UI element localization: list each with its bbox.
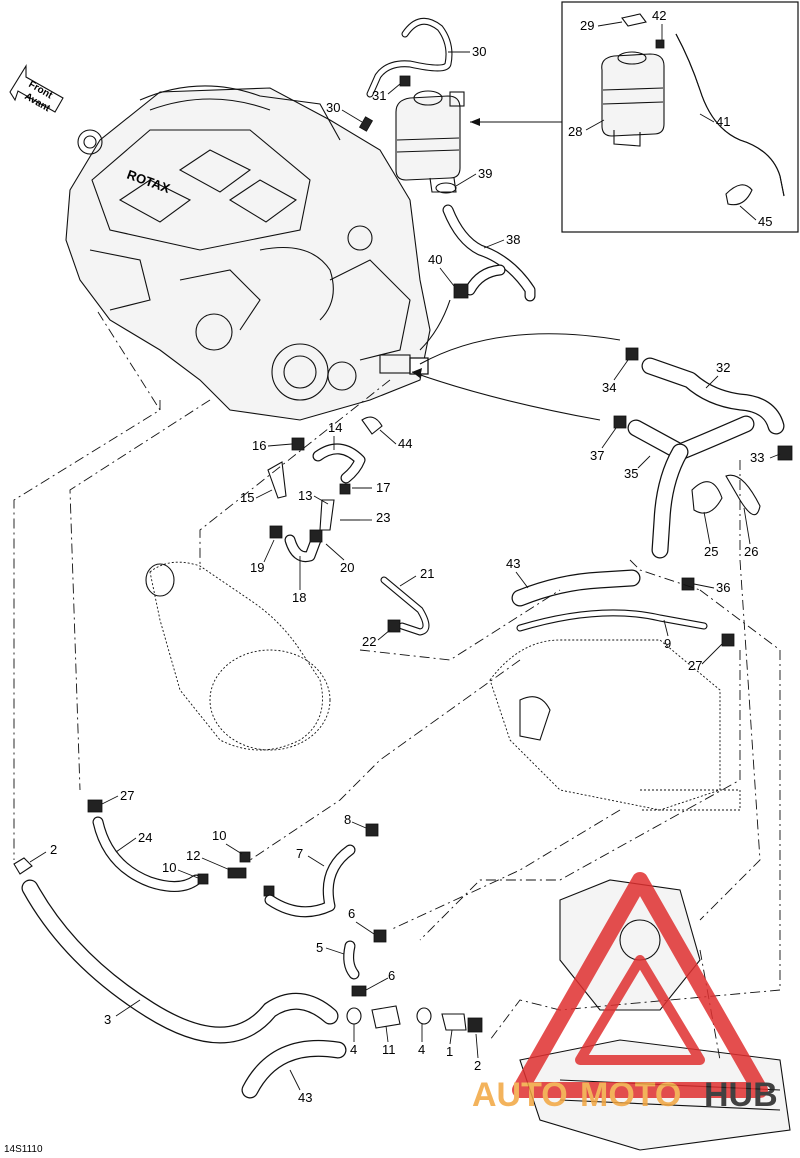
callout-9: 9 (664, 636, 671, 651)
callout-24: 24 (138, 830, 152, 845)
engine-block: ROTAX (65, 85, 431, 421)
callout-8: 8 (344, 812, 351, 827)
inset-frame (561, 1, 799, 233)
callout-37: 37 (590, 448, 604, 463)
callout-21: 21 (420, 566, 434, 581)
callout-34: 34 (602, 380, 616, 395)
callout-43: 43 (506, 556, 520, 571)
callout-20: 20 (340, 560, 354, 575)
callout-41: 41 (716, 114, 730, 129)
diagram-code: 14S1110 (4, 1144, 43, 1155)
callout-3: 3 (104, 1012, 111, 1027)
callout-4b: 4 (418, 1042, 425, 1057)
watermark-auto: AUTO (472, 1076, 568, 1114)
callout-14: 14 (328, 420, 342, 435)
callout-4: 4 (350, 1042, 357, 1057)
callout-13: 13 (298, 488, 312, 503)
callout-17: 17 (376, 480, 390, 495)
callout-31: 31 (372, 88, 386, 103)
airbox-outline (489, 639, 741, 811)
callout-28: 28 (568, 124, 582, 139)
watermark-moto: MOTO (580, 1076, 681, 1114)
callout-26: 26 (744, 544, 758, 559)
callout-6: 6 (348, 906, 355, 921)
callout-29: 29 (580, 18, 594, 33)
callout-18: 18 (292, 590, 306, 605)
callout-7: 7 (296, 846, 303, 861)
callout-36: 36 (716, 580, 730, 595)
callout-2: 2 (50, 842, 57, 857)
inset-reservoir (601, 13, 785, 206)
callout-45: 45 (758, 214, 772, 229)
callout-19: 19 (250, 560, 264, 575)
callout-43b: 43 (298, 1090, 312, 1105)
callout-12: 12 (186, 848, 200, 863)
callout-33: 33 (750, 450, 764, 465)
callout-23: 23 (376, 510, 390, 525)
callout-32: 32 (716, 360, 730, 375)
callout-16: 16 (252, 438, 266, 453)
callout-35: 35 (624, 466, 638, 481)
callout-30b: 30 (326, 100, 340, 115)
callout-10: 10 (212, 828, 226, 843)
callout-25: 25 (704, 544, 718, 559)
callout-27b: 27 (688, 658, 702, 673)
callout-2b: 2 (474, 1058, 481, 1073)
callout-38: 38 (506, 232, 520, 247)
callout-44: 44 (398, 436, 412, 451)
callout-15: 15 (240, 490, 254, 505)
callout-6b: 6 (388, 968, 395, 983)
callout-30: 30 (472, 44, 486, 59)
callout-27: 27 (120, 788, 134, 803)
callout-39: 39 (478, 166, 492, 181)
callout-10b: 10 (162, 860, 176, 875)
front-direction-arrow: Front Avant (9, 64, 64, 115)
watermark-hub: HUB (704, 1076, 778, 1114)
callout-5: 5 (316, 940, 323, 955)
callout-labels: 1 2 2 3 4 4 5 6 6 7 8 9 10 10 11 12 13 1… (29, 8, 781, 1105)
coolant-reservoir (395, 90, 465, 193)
callout-42: 42 (652, 8, 666, 23)
callout-11: 11 (382, 1042, 396, 1057)
watermark: AUTO MOTO HUB (472, 872, 778, 1114)
callout-40: 40 (428, 252, 442, 267)
muffler-outline (145, 561, 331, 751)
callout-22: 22 (362, 634, 376, 649)
callout-1: 1 (446, 1044, 453, 1059)
